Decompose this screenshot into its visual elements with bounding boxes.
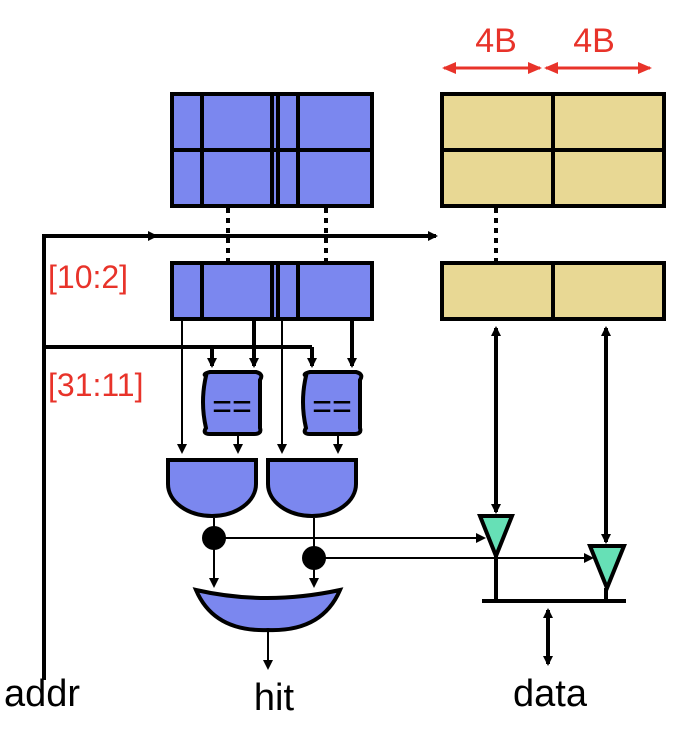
hit-select-wires — [209, 518, 594, 588]
tristate-buffer-left — [477, 514, 515, 562]
address-bus — [42, 231, 438, 680]
width-label-left: 4B — [475, 22, 517, 60]
array-continuation-dots — [226, 208, 498, 262]
junction-dot-right — [302, 546, 326, 570]
and-gate-right — [266, 458, 358, 518]
addr-label: addr — [4, 673, 80, 715]
tag-bits-label: [31:11] — [48, 367, 143, 403]
data-label: data — [513, 673, 588, 715]
junction-dot-left — [202, 526, 226, 550]
comparator-left-symbol: == — [212, 388, 252, 426]
comparator-left: == — [201, 370, 264, 436]
tag-array-row — [170, 261, 374, 321]
hit-label: hit — [254, 677, 295, 719]
data-array-top — [440, 92, 666, 208]
data-path-wires — [482, 326, 626, 666]
comparator-right-symbol: == — [312, 388, 352, 426]
tag-compare-wires — [207, 321, 357, 368]
block-width-annotation: 4B 4B — [442, 22, 652, 74]
and-input-wires — [177, 321, 343, 454]
data-array-row — [440, 261, 666, 321]
tristate-buffer-right — [587, 544, 627, 594]
index-bits-label: [10:2] — [48, 259, 128, 295]
width-label-right: 4B — [573, 22, 615, 60]
or-gate — [192, 587, 344, 633]
tag-array-top — [170, 92, 374, 208]
comparator-right: == — [301, 370, 364, 436]
and-gate-left — [166, 458, 258, 518]
